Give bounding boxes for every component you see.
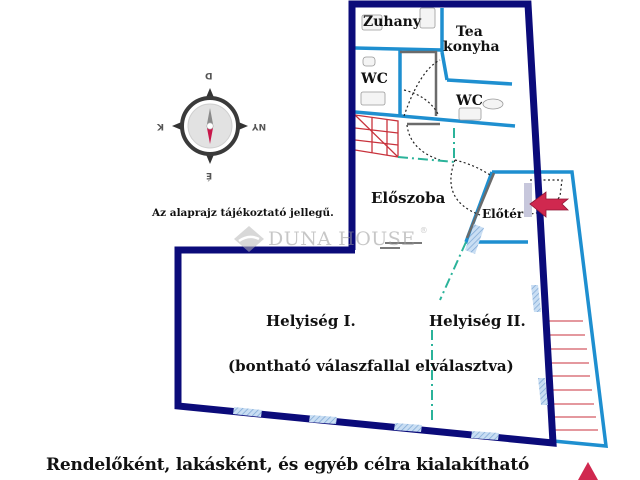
- door-frames: [400, 50, 496, 239]
- compass-label-right: NY: [252, 121, 267, 131]
- outer-walls: [174, 0, 557, 447]
- divider-lines: [397, 128, 467, 420]
- disclaimer-note: Az alaprajz tájékoztató jellegű.: [152, 207, 334, 219]
- watermark-lines: [380, 242, 422, 249]
- door-swings: [403, 59, 563, 216]
- room-label-eloszoba: Előszoba: [371, 189, 446, 207]
- watermark-brand: DUNA HOUSE: [268, 228, 416, 250]
- fixtures: [360, 7, 504, 121]
- room-label-helyiseg-1: Helyiség I.: [266, 312, 356, 330]
- room-label-eloter: Előtér: [482, 207, 524, 221]
- duna-house-logo-icon: [234, 226, 264, 252]
- footer-caption: Rendelőként, lakásként, és egyéb célra k…: [46, 455, 530, 475]
- room-label-wc-left: WC: [361, 71, 388, 87]
- entry-arrow-icon: [529, 191, 570, 218]
- windows: [233, 183, 548, 440]
- partition-note: (bontható válaszfallal elválasztva): [228, 357, 514, 375]
- room-label-zuhany: Zuhany: [363, 14, 421, 30]
- room-label-helyiseg-2: Helyiség II.: [429, 312, 526, 330]
- stairs-right: [546, 320, 598, 431]
- room-label-tea-1: Tea: [456, 24, 483, 40]
- inner-walls: [354, 8, 516, 128]
- room-label-wc-right: WC: [456, 93, 483, 109]
- watermark-registered-mark: ®: [419, 226, 428, 235]
- compass-label-top: D: [205, 70, 213, 80]
- stairs-upper: [354, 114, 399, 158]
- compass-label-left: K: [157, 121, 164, 131]
- watermark: DUNA HOUSE ®: [234, 226, 428, 252]
- bottom-arrow-icon: [578, 462, 598, 480]
- room-label-tea-2: konyha: [443, 39, 500, 55]
- compass-label-bottom: É: [206, 170, 213, 180]
- compass-icon: [172, 88, 248, 164]
